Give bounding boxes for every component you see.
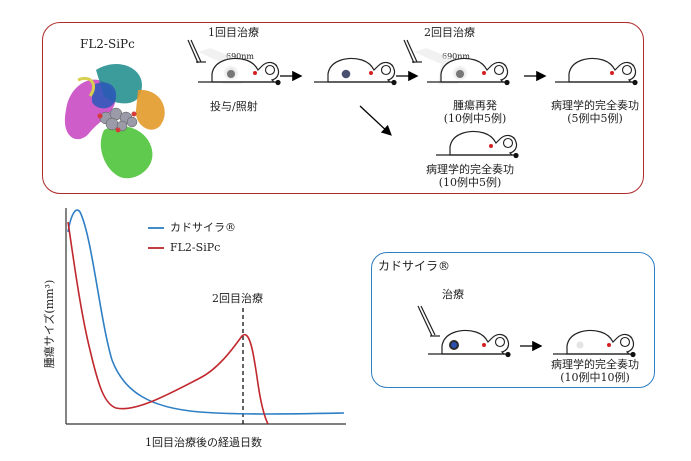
protein-label: FL2-SiPc: [80, 37, 135, 51]
light-label-1: 690nm: [226, 52, 255, 61]
mouse-cure-after-second: [554, 57, 639, 86]
mouse-recurrence: [403, 39, 511, 86]
protein-structure-illustration: [64, 64, 165, 179]
series-line-fl2-sipc: [67, 221, 269, 425]
cure-after-second-count: (5例中5例): [567, 112, 623, 125]
kadcyla-cure-label: 病理学的完全奏功: [551, 358, 639, 371]
recurrence-label: 腫瘍再発: [453, 99, 497, 112]
treatment-label: 治療: [442, 288, 464, 301]
mouse-kadcyla-cure: [552, 329, 637, 358]
legend-label-kadcyla: カドサイラ®: [170, 221, 236, 234]
series-line-kadcyla: [67, 209, 345, 415]
mouse-tumor: [313, 57, 398, 86]
light-label-2: 690nm: [442, 52, 471, 61]
admin-label: 投与/照射: [210, 100, 258, 113]
kadcyla-panel-frame: [371, 252, 655, 388]
tumor-size-chart: [65, 208, 346, 425]
mouse-cure-direct: [435, 130, 520, 159]
step1-label: 1回目治療: [208, 26, 259, 39]
cure-direct-count: (10例中5例): [438, 176, 502, 189]
x-axis-label: 1回目治療後の経過日数: [145, 436, 262, 449]
second-treatment-label: 2回目治療: [212, 292, 263, 305]
flow-arrows: [280, 70, 547, 136]
cure-after-second-label: 病理学的完全奏功: [551, 99, 639, 112]
kadcyla-cure-count: (10例中10例): [560, 371, 630, 384]
mouse-admin-irradiation: [187, 39, 282, 86]
legend-label-fl2-sipc: FL2-SiPc: [170, 241, 221, 254]
cure-direct-label: 病理学的完全奏功: [426, 163, 514, 176]
recurrence-count: (10例中5例): [443, 112, 507, 125]
mouse-kadcyla-treatment: [417, 305, 512, 358]
top-panel-frame: [42, 22, 644, 194]
step2-label: 2回目治療: [424, 26, 475, 39]
y-axis-label: 腫瘍サイズ(mm³): [43, 279, 56, 369]
kadcyla-panel-title: カドサイラ®: [378, 259, 451, 273]
